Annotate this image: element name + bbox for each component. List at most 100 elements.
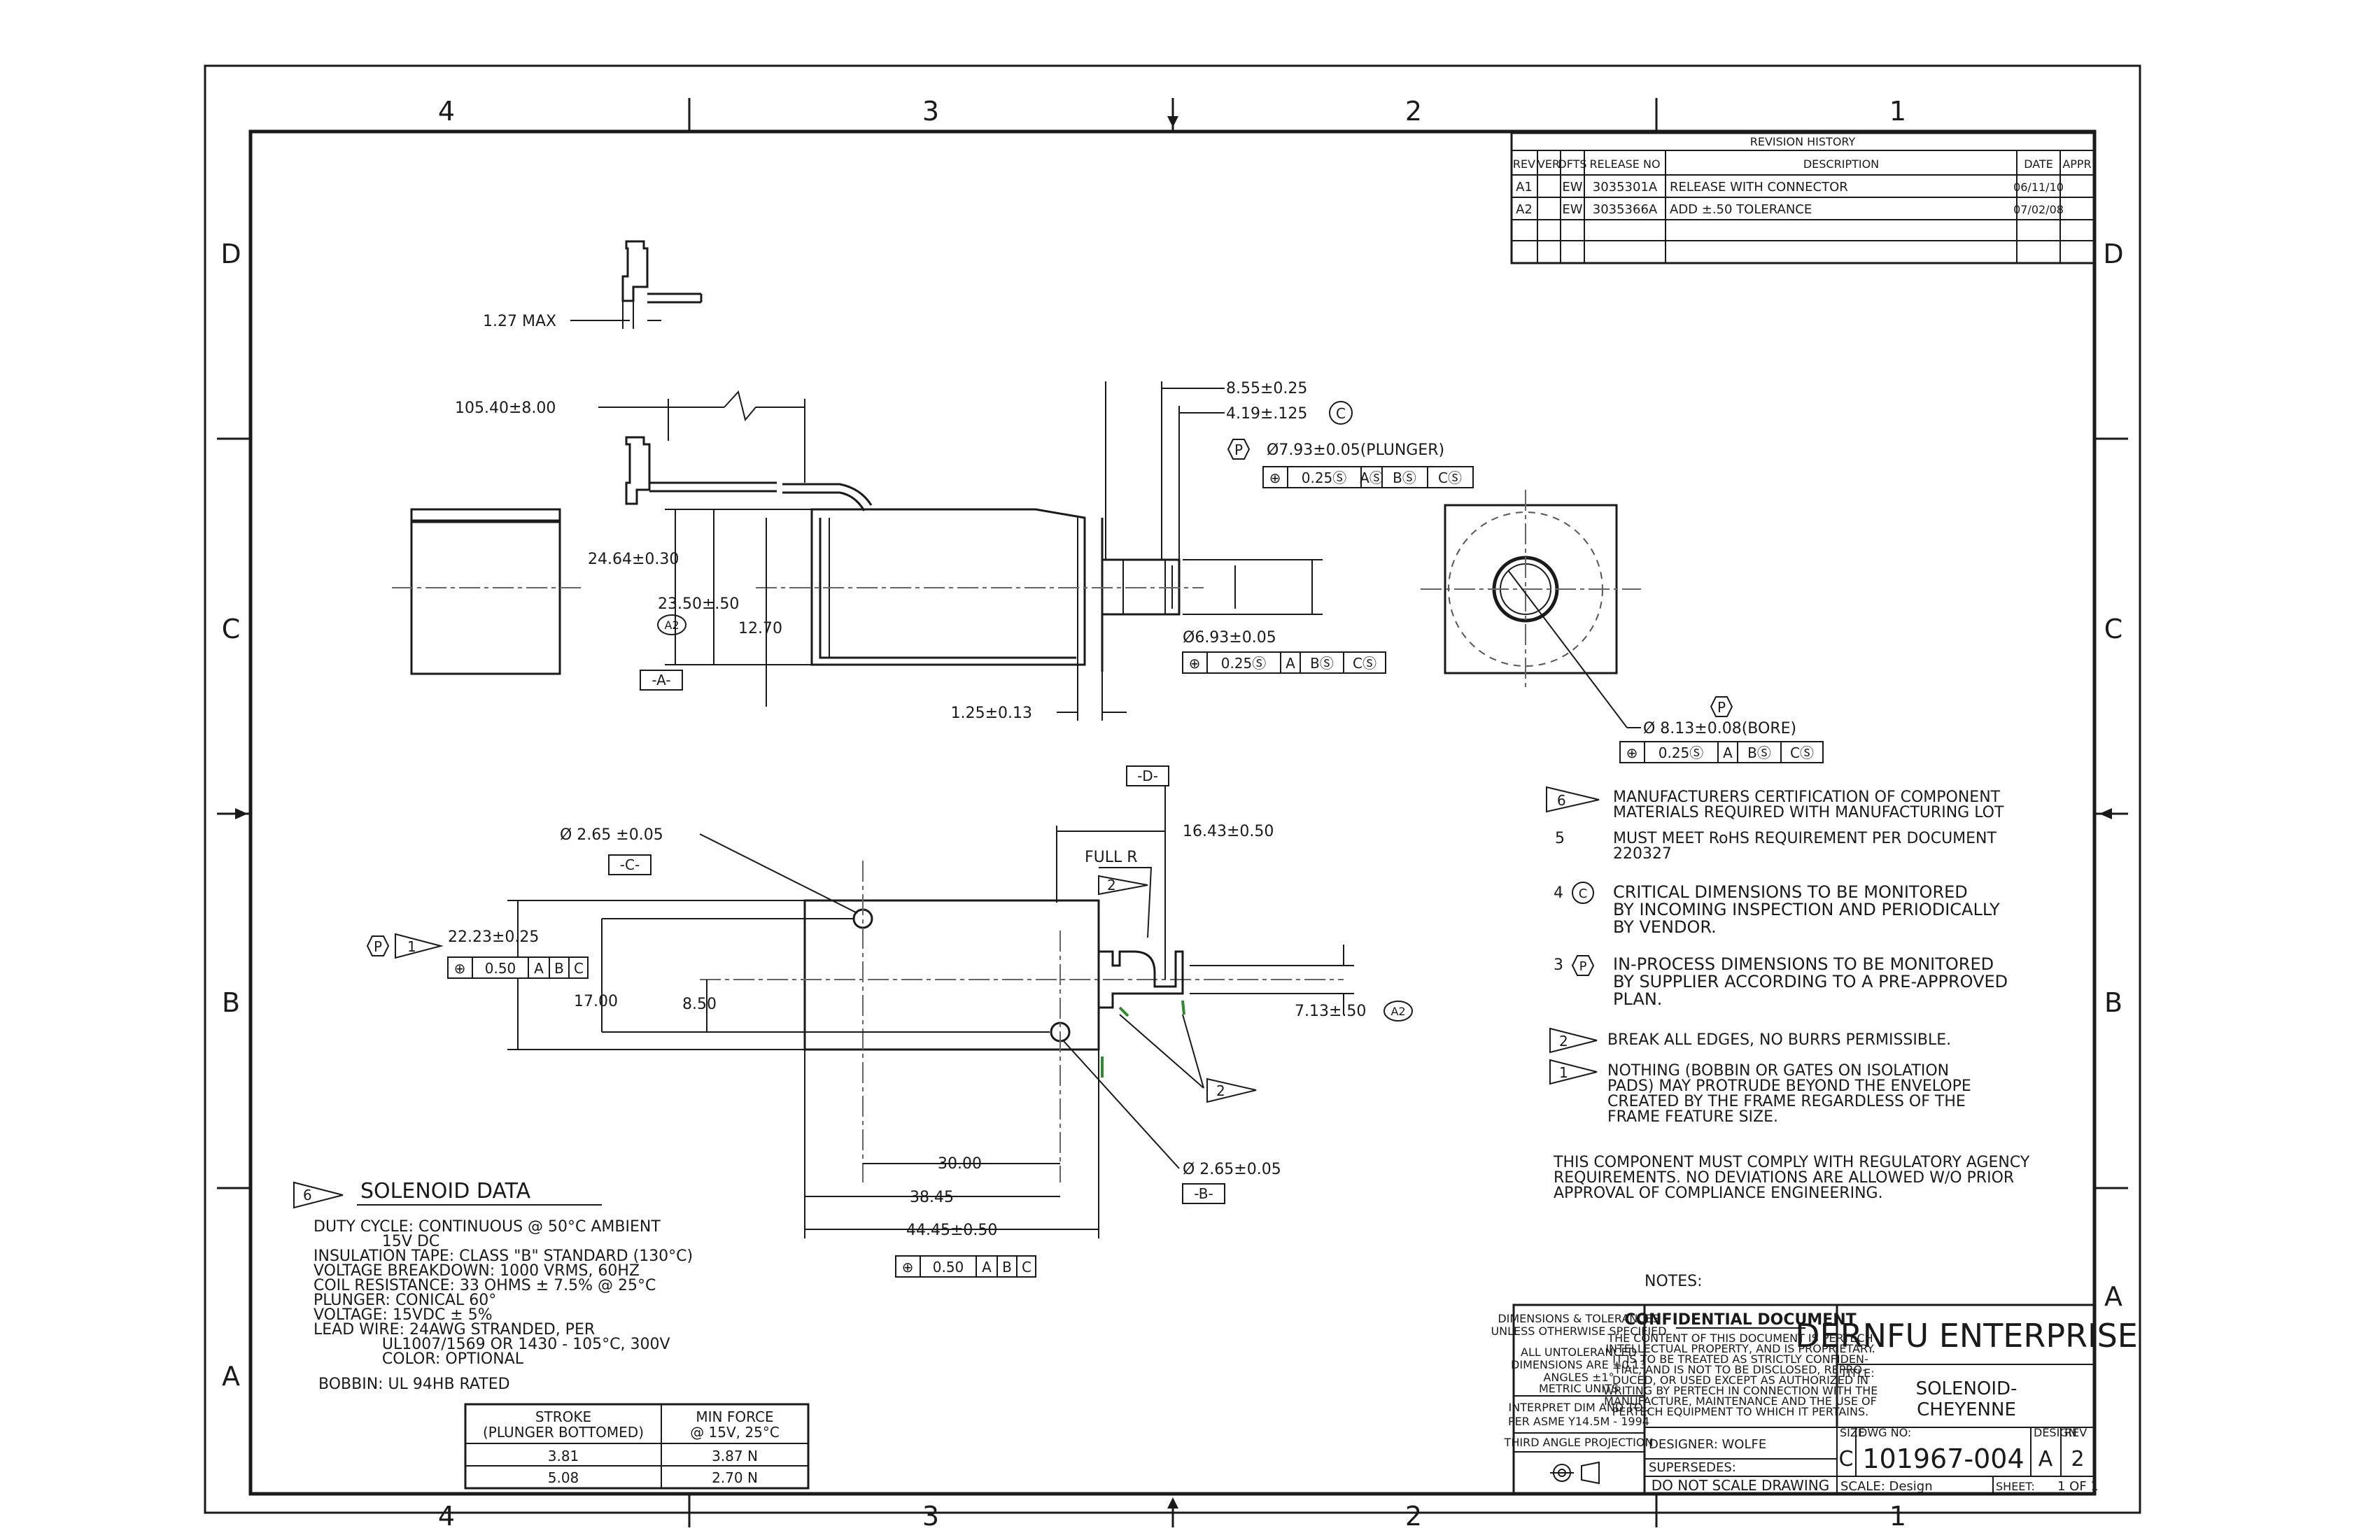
note-5-line-1: MUST MEET RoHS REQUIREMENT PER DOCUMENT xyxy=(1613,830,1997,847)
revision-history-table: REVISION HISTORY REV VER DFTS RELEASE NO… xyxy=(1510,132,2096,264)
svg-text:A: A xyxy=(982,1259,992,1276)
zone-bottom-2: 2 xyxy=(1405,1501,1422,1532)
dim-16-43: 16.43±0.50 xyxy=(1183,823,1274,840)
notes-block: 6 MANUFACTURERS CERTIFICATION OF COMPONE… xyxy=(1546,786,2030,1290)
note-2-line-1: BREAK ALL EDGES, NO BURRS PERMISSIBLE. xyxy=(1607,1031,1951,1049)
rev-row2-description: ADD ±.50 TOLERANCE xyxy=(1670,202,1812,217)
company-name: DERNFU ENTERPRISE xyxy=(1795,1317,2138,1355)
table-header-stroke-sub: (PLUNGER BOTTOMED) xyxy=(483,1424,644,1441)
title-line-2: CHEYENNE xyxy=(1917,1399,2016,1420)
solenoid-data-line-2: 15V DC xyxy=(314,1233,439,1250)
projection-label: THIRD ANGLE PROJECTION xyxy=(1504,1436,1654,1449)
dim-1-25: 1.25±0.13 xyxy=(951,705,1032,722)
third-angle-projection-icon xyxy=(1550,1461,1600,1485)
note-flag-2-bottom: 2 xyxy=(1216,1082,1225,1099)
zone-top-1: 1 xyxy=(1889,96,1906,127)
rev-header-ver: VER xyxy=(1537,157,1560,171)
drawing-frame xyxy=(204,64,2141,1527)
dwg-no-label: DWG NO: xyxy=(1859,1426,1911,1439)
fcf-bottom-center: ⊕ 0.50 A B C xyxy=(895,1255,1036,1278)
svg-text:C: C xyxy=(1022,1259,1031,1276)
tol-line-6: ANGLES ±1° xyxy=(1543,1371,1614,1384)
size-value: C xyxy=(1839,1447,1854,1471)
dim-bore: Ø 8.13±0.08(BORE) xyxy=(1643,720,1796,737)
size-label: SIZE xyxy=(1840,1426,1865,1439)
note-6-line-2: MATERIALS REQUIRED WITH MANUFACTURING LO… xyxy=(1613,804,2004,821)
solenoid-data-flag: 6 xyxy=(303,1187,312,1203)
note-1-flag: 1 xyxy=(1559,1064,1568,1081)
zone-bottom-3: 3 xyxy=(922,1501,939,1532)
zone-top-4: 4 xyxy=(438,96,455,127)
svg-text:0.50: 0.50 xyxy=(485,960,516,977)
note-1-line-1: NOTHING (BOBBIN OR GATES ON ISOLATION xyxy=(1607,1062,1949,1080)
svg-text:CⓈ: CⓈ xyxy=(1438,469,1462,486)
interpret-line-1: INTERPRET DIM AND TOL xyxy=(1509,1401,1649,1414)
confidential-line-5: DUCED, OR USED EXCEPT AS AUTHORIZED IN xyxy=(1612,1373,1868,1387)
note-5-number: 5 xyxy=(1555,830,1565,847)
note-flag-2-top: 2 xyxy=(1107,877,1116,893)
svg-text:⊕: ⊕ xyxy=(1269,469,1281,486)
zone-top-2: 2 xyxy=(1405,96,1422,127)
svg-text:A: A xyxy=(1286,655,1295,672)
rev-label: REV xyxy=(2064,1426,2087,1439)
design-label: DESIGN xyxy=(2034,1426,2077,1439)
do-not-scale: DO NOT SCALE DRAWING xyxy=(1652,1477,1829,1494)
svg-text:CⓈ: CⓈ xyxy=(1353,655,1376,672)
zone-right-a: A xyxy=(2104,1281,2122,1312)
process-symbol-p-bottom: P xyxy=(374,938,382,955)
dim-hole-dia-bottom: Ø 2.65±0.05 xyxy=(1183,1161,1281,1178)
solenoid-data-block: 6 SOLENOID DATA DUTY CYCLE: CONTINUOUS @… xyxy=(293,1179,810,1490)
dim-max-1-27: 1.27 MAX xyxy=(483,313,556,330)
svg-text:BⓈ: BⓈ xyxy=(1393,469,1416,486)
compliance-line-3: APPROVAL OF COMPLIANCE ENGINEERING. xyxy=(1554,1185,1883,1202)
rev-row1-release: 3035301A xyxy=(1593,180,1658,195)
zone-left-c: C xyxy=(222,614,241,644)
dim-44-45: 44.45±0.50 xyxy=(906,1222,997,1239)
note-4-number: 4 xyxy=(1554,884,1563,902)
rev-row2-dfts: EW xyxy=(1562,202,1582,217)
dim-7-13: 7.13±.50 xyxy=(1295,1003,1366,1020)
note-6-flag: 6 xyxy=(1557,792,1566,809)
note-4-line-1: CRITICAL DIMENSIONS TO BE MONITORED xyxy=(1613,882,1968,902)
rev-row1-rev: A1 xyxy=(1516,180,1533,195)
confidential-line-4: TIAL, AND IS NOT TO BE DISCLOSED, REPRO- xyxy=(1614,1363,1867,1376)
svg-text:AⓈ: AⓈ xyxy=(1360,469,1383,486)
svg-text:⊕: ⊕ xyxy=(1189,655,1201,672)
dim-8-50: 8.50 xyxy=(682,996,717,1013)
rev-header-description: DESCRIPTION xyxy=(1803,157,1879,171)
dim-17-00: 17.00 xyxy=(574,993,618,1010)
solenoid-data-title: SOLENOID DATA xyxy=(360,1179,531,1203)
revision-title: REVISION HISTORY xyxy=(1750,135,1856,148)
svg-text:BⓈ: BⓈ xyxy=(1310,655,1334,672)
critical-symbol-c: C xyxy=(1336,405,1346,422)
table-header-stroke: STROKE xyxy=(535,1408,591,1425)
design-value: A xyxy=(2039,1447,2053,1471)
confidential-line-1: THE CONTENT OF THIS DOCUMENT IS PERTECH xyxy=(1607,1331,1873,1345)
confidential-line-3: IT IS TO BE TREATED AS STRICTLY CONFIDEN… xyxy=(1612,1352,1868,1366)
designer: DESIGNER: WOLFE xyxy=(1649,1437,1766,1452)
note-6-line-1: MANUFACTURERS CERTIFICATION OF COMPONENT xyxy=(1613,789,2001,806)
table-header-force: MIN FORCE xyxy=(696,1408,773,1425)
confidential-line-2: INTELLECTUAL PROPERTY, AND IS PROPRIETAR… xyxy=(1605,1342,1875,1355)
dim-22-23: 22.23±0.25 xyxy=(448,928,539,946)
datum-a: -A- xyxy=(652,672,670,688)
zone-bottom-1: 1 xyxy=(1889,1501,1906,1532)
svg-text:0.25Ⓢ: 0.25Ⓢ xyxy=(1221,655,1267,672)
dim-105-40: 105.40±8.00 xyxy=(455,400,556,417)
confidential-line-8: PERTECH EQUIPMENT TO WHICH IT PERTAINS. xyxy=(1612,1405,1868,1418)
note-3-number: 3 xyxy=(1554,956,1563,974)
sheet-value: 1 OF 1 xyxy=(2057,1479,2099,1494)
note-4-line-2: BY INCOMING INSPECTION AND PERIODICALLY xyxy=(1613,900,2000,919)
zone-right-b: B xyxy=(2104,987,2122,1018)
dim-8-55: 8.55±0.25 xyxy=(1226,380,1307,397)
datum-d: -D- xyxy=(1137,768,1158,784)
confidential-title: CONFIDENTIAL DOCUMENT xyxy=(1624,1311,1856,1329)
title-block: DIMENSIONS & TOLERANCES UNLESS OTHERWISE… xyxy=(1491,1304,2138,1495)
confidential-line-7: MANUFACTURE, MAINTENANCE AND THE USE OF xyxy=(1604,1394,1877,1408)
fcf-bottom-left: ⊕ 0.50 A B C xyxy=(447,956,589,979)
dim-30-00: 30.00 xyxy=(938,1155,982,1173)
compliance-line-1: THIS COMPONENT MUST COMPLY WITH REGULATO… xyxy=(1553,1154,2030,1171)
table-row2-force: 2.70 N xyxy=(712,1469,758,1486)
table-header-force-sub: @ 15V, 25°C xyxy=(690,1424,780,1441)
